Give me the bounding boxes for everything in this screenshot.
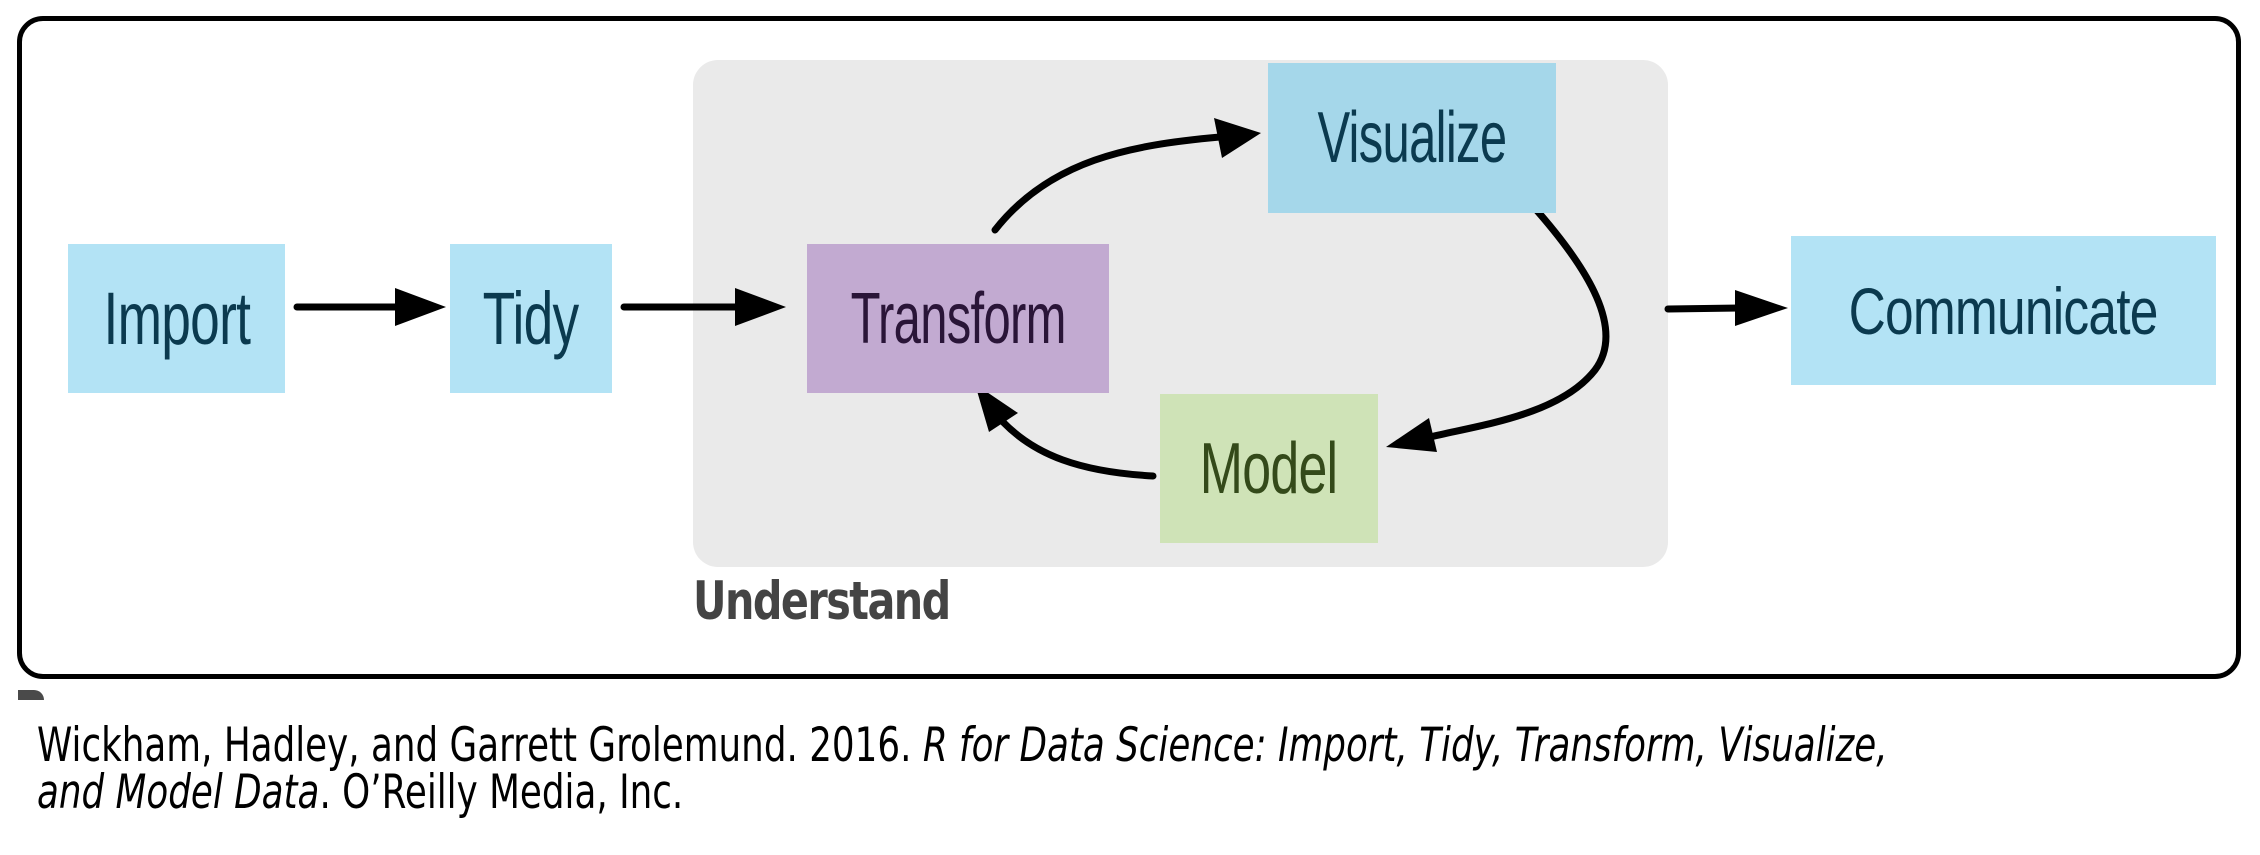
citation-title-part-1: R for Data Science: Import, Tidy, Transf…: [922, 718, 1888, 773]
citation-title-part-2: and Model Data: [37, 765, 320, 820]
node-transform-label: Transform: [850, 278, 1066, 359]
node-model: Model: [1160, 394, 1378, 543]
node-tidy-label: Tidy: [483, 276, 580, 360]
node-communicate: Communicate: [1791, 236, 2216, 385]
diagram-frame: [17, 16, 2241, 679]
node-import: Import: [68, 244, 285, 393]
node-visualize-label: Visualize: [1317, 98, 1508, 178]
node-model-label: Model: [1200, 428, 1338, 509]
node-tidy: Tidy: [450, 244, 612, 393]
node-import-label: Import: [103, 276, 250, 360]
understand-group-label: Understand: [693, 571, 951, 632]
citation-line-2: and Model Data. O’Reilly Media, Inc.: [37, 769, 683, 816]
node-visualize: Visualize: [1268, 63, 1556, 213]
node-communicate-label: Communicate: [1848, 273, 2159, 348]
citation-line-1: Wickham, Hadley, and Garrett Grolemund. …: [37, 722, 1888, 769]
citation-publisher: . O’Reilly Media, Inc.: [319, 765, 684, 820]
node-transform: Transform: [807, 244, 1109, 393]
citation-authors: Wickham, Hadley, and Garrett Grolemund. …: [37, 718, 923, 773]
frame-fragment: [18, 690, 44, 700]
